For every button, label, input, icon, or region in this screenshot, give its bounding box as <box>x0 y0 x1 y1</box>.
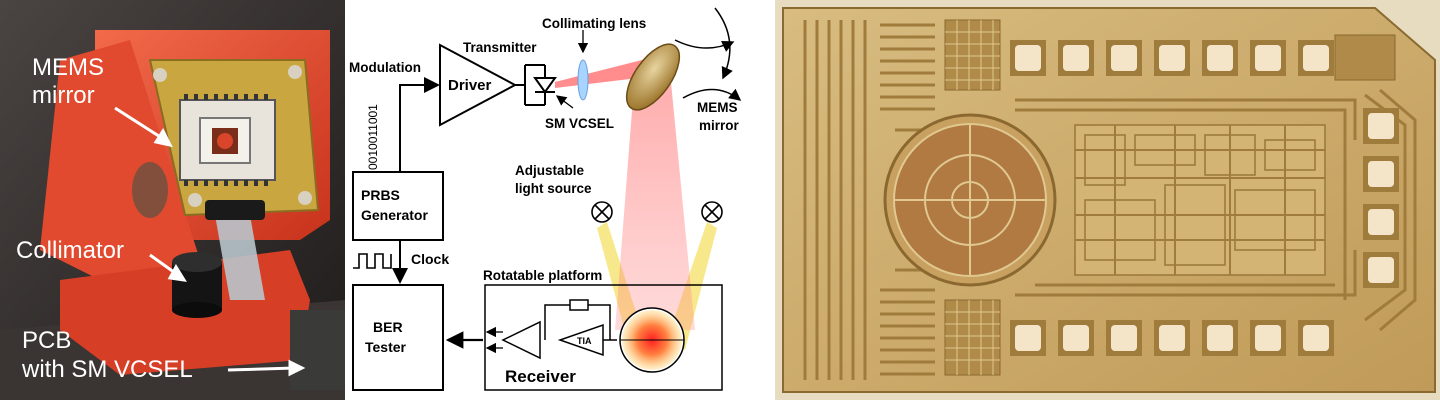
clock-label: Clock <box>411 251 449 267</box>
adjustable-label-line1: Adjustable <box>515 163 585 178</box>
clock-waveform <box>353 253 392 269</box>
chip-micrograph-panel <box>775 0 1440 400</box>
bitstream-label: 0010011001 <box>366 104 380 170</box>
prbs-label-line1: PRBS <box>361 187 400 203</box>
transmitter-label: Transmitter <box>463 40 537 55</box>
modulation-label: Modulation <box>349 60 421 75</box>
link-schematic: Transmitter Collimating lens Modulation … <box>349 7 742 391</box>
mems-label-line1: MEMS <box>32 54 104 81</box>
adjustable-light-source-right <box>701 201 723 223</box>
laser-beam-vertical <box>615 72 695 330</box>
driver-label: Driver <box>448 77 492 94</box>
rotatable-platform-label: Rotatable platform <box>483 268 602 283</box>
adjustable-light-source-left <box>591 201 613 223</box>
bond-pads-right <box>1363 108 1399 288</box>
bond-pads-bottom <box>1010 320 1334 356</box>
vcsel-symbol <box>515 64 557 106</box>
photodiode <box>883 113 1057 287</box>
left-grating <box>803 20 867 380</box>
bond-pads-top <box>1010 40 1334 76</box>
chip-micrograph <box>775 0 1440 400</box>
collimating-lens-label: Collimating lens <box>542 16 646 31</box>
driver-block <box>439 43 518 127</box>
receiver-label: Receiver <box>505 367 576 386</box>
mems-mirror <box>625 43 681 111</box>
ber-label-line1: BER <box>373 319 403 335</box>
adjustable-label-line2: light source <box>515 181 592 196</box>
collimating-lens <box>577 59 589 101</box>
pcb-label-line1: PCB <box>22 327 71 354</box>
schematic-panel: Transmitter Collimating lens Modulation … <box>345 0 770 400</box>
photo-labels: MEMS mirror Collimator PCB with SM VCSEL <box>16 54 193 383</box>
prbs-label-line2: Generator <box>361 207 428 223</box>
schematic-labels: Transmitter Collimating lens Modulation … <box>349 16 740 386</box>
package-pins <box>184 94 268 186</box>
ber-tester-block <box>352 284 444 391</box>
pcb-label-line2: with SM VCSEL <box>21 356 193 383</box>
setup-photo-panel: MEMS mirror Collimator PCB with SM VCSEL <box>0 0 345 400</box>
collimator <box>172 252 222 318</box>
post-amplifier <box>501 320 541 360</box>
ber-label-line2: Tester <box>365 339 407 355</box>
sm-vcsel-label: SM VCSEL <box>545 116 614 131</box>
circuit-area <box>1074 124 1326 276</box>
setup-photo: MEMS mirror Collimator PCB with SM VCSEL <box>0 0 345 400</box>
grid-block-bottom <box>944 299 1001 376</box>
horizontal-grating <box>880 23 935 376</box>
mems-label-line2: mirror <box>699 118 740 133</box>
receiver-platform <box>484 284 723 391</box>
prbs-generator-block <box>352 171 444 241</box>
mems-label-line1: MEMS <box>697 100 738 115</box>
mems-label-line2: mirror <box>32 82 95 109</box>
collimator-label: Collimator <box>16 237 124 264</box>
tia-label: TIA <box>577 336 592 346</box>
